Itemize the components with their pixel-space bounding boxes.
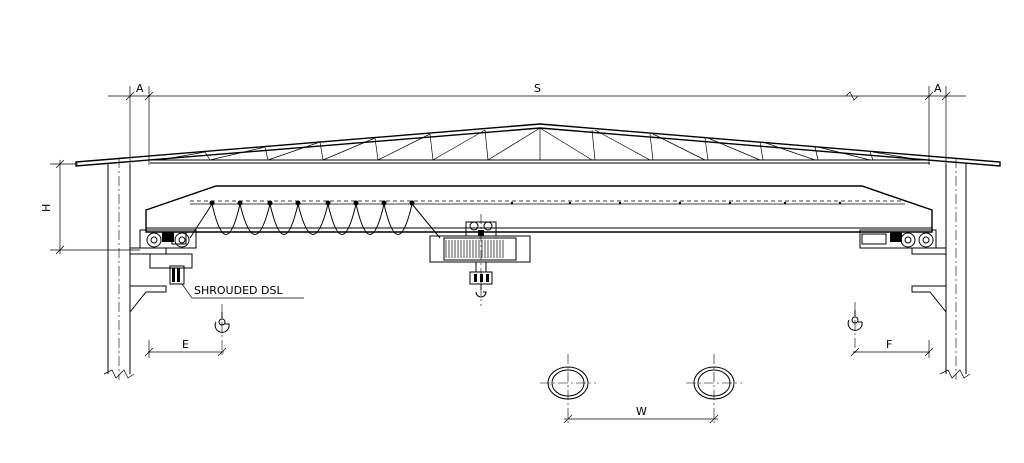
wheel-right <box>686 354 742 426</box>
festoon-cable <box>189 200 842 239</box>
hoist-trolley <box>429 214 531 306</box>
shrouded-dsl-label: SHROUDED DSL <box>194 284 283 297</box>
left-end-carriage <box>139 229 197 249</box>
roof-truss <box>75 123 1001 167</box>
dim-span-label: S <box>534 82 541 95</box>
f-dimension: F <box>850 338 934 358</box>
dim-e-label: E <box>182 338 189 351</box>
left-hook <box>214 304 230 356</box>
left-column <box>103 158 167 380</box>
height-dimension: H <box>40 159 140 255</box>
dim-f-label: F <box>886 338 892 351</box>
span-dimension: A S A <box>108 82 966 165</box>
right-hook <box>847 302 863 356</box>
bridge-girder <box>145 185 933 233</box>
dim-w-label: W <box>636 405 647 418</box>
dim-height-label: H <box>40 204 53 212</box>
right-column <box>911 158 971 380</box>
wheel-left <box>540 354 596 426</box>
shrouded-dsl: SHROUDED DSL <box>149 253 304 299</box>
e-dimension: E <box>144 338 227 358</box>
dim-a-right-label: A <box>934 82 942 95</box>
dim-a-left-label: A <box>136 82 144 95</box>
w-dimension: W <box>563 405 719 424</box>
right-end-carriage <box>859 229 937 249</box>
